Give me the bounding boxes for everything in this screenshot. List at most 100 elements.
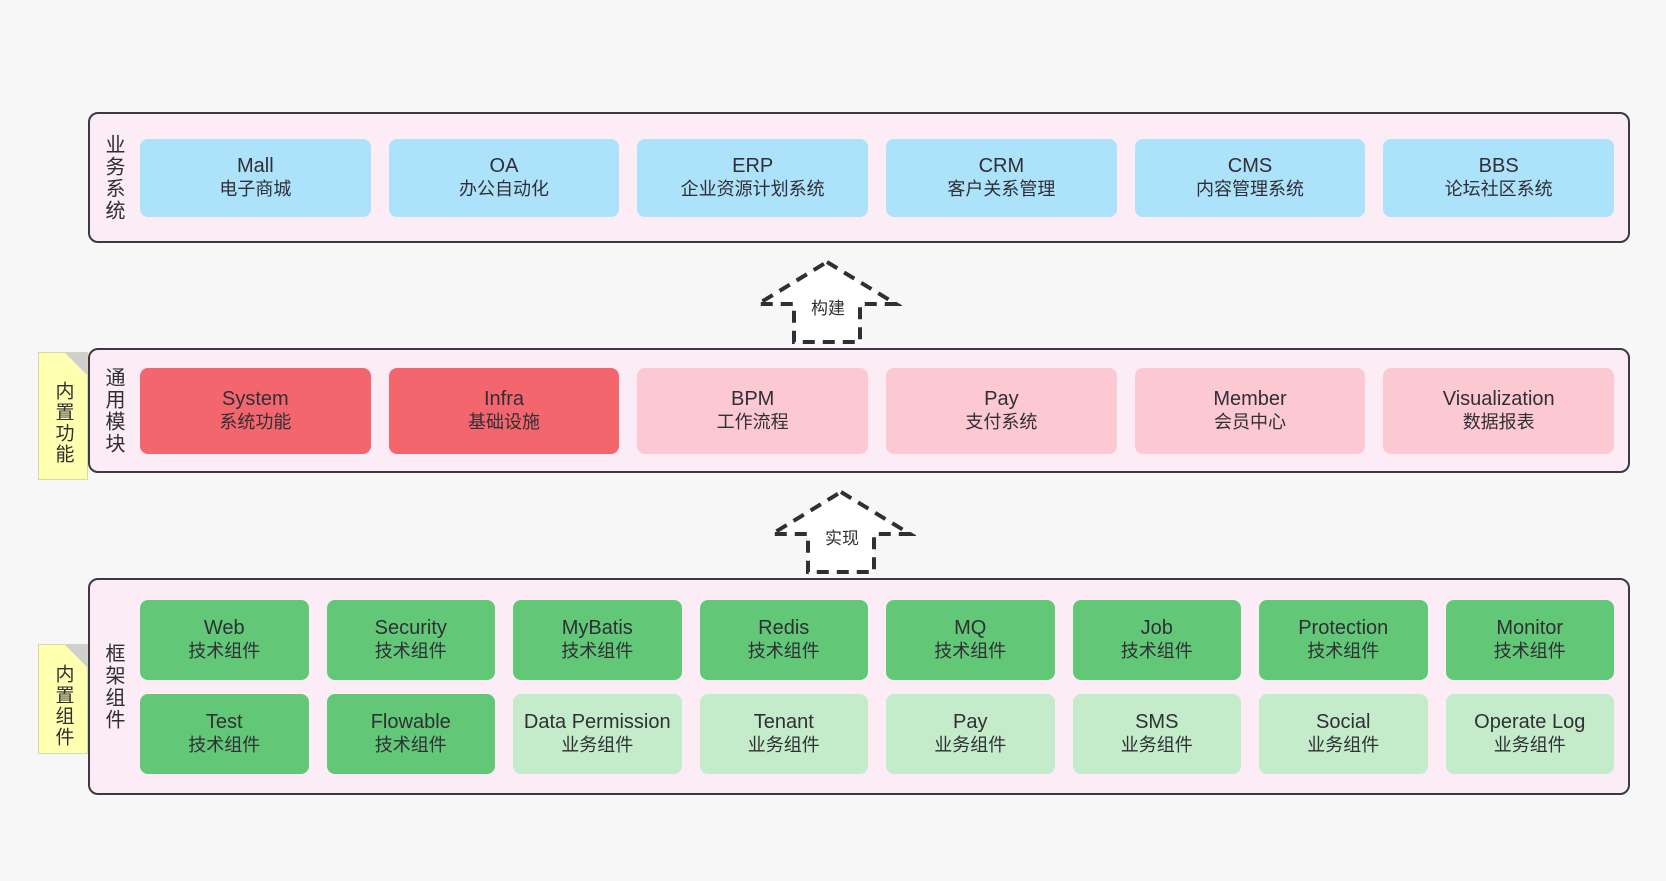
card-monitor[interactable]: Monitor 技术组件 [1445, 599, 1614, 680]
card-title: Infra [483, 388, 525, 411]
layer-business-systems: 业务系统 Mall 电子商城 OA 办公自动化 ERP 企业资源计划系统 CRM… [88, 112, 1630, 243]
card-mybatis[interactable]: MyBatis 技术组件 [513, 599, 682, 680]
sticky-note-label: 内置组件 [52, 664, 74, 748]
card-title: Visualization [1442, 388, 1555, 411]
connector-implement: 实现 [764, 488, 918, 576]
card-rows-framework: Web 技术组件 Security 技术组件 MyBatis 技术组件 Redi… [140, 599, 1614, 774]
layer-title-business-systems: 业务系统 [102, 133, 124, 222]
card-security[interactable]: Security 技术组件 [326, 599, 495, 680]
layer-framework-components: 框架组件 Web 技术组件 Security 技术组件 MyBatis 技术组件 [88, 578, 1630, 795]
card-protection[interactable]: Protection 技术组件 [1259, 599, 1428, 680]
card-subtitle: 客户关系管理 [947, 178, 1056, 199]
card-subtitle: 电子商城 [219, 178, 292, 199]
card-title: ERP [732, 155, 774, 178]
card-infra[interactable]: Infra 基础设施 [388, 367, 620, 454]
build-arrow-icon [750, 259, 904, 344]
card-subtitle: 技术组件 [561, 640, 634, 661]
card-subtitle: 基础设施 [468, 411, 540, 432]
card-erp[interactable]: ERP 企业资源计划系统 [637, 138, 869, 217]
card-pay-business[interactable]: Pay 业务组件 [886, 693, 1055, 774]
card-pay[interactable]: Pay 支付系统 [886, 367, 1117, 454]
card-subtitle: 企业资源计划系统 [680, 178, 825, 199]
card-title: CMS [1227, 155, 1273, 178]
card-visualization[interactable]: Visualization 数据报表 [1383, 367, 1615, 454]
card-title: Data Permission [523, 711, 671, 734]
card-subtitle: 数据报表 [1462, 411, 1535, 432]
card-title: Test [205, 711, 243, 734]
card-mq[interactable]: MQ 技术组件 [886, 599, 1055, 680]
card-job[interactable]: Job 技术组件 [1072, 599, 1241, 680]
card-subtitle: 技术组件 [1120, 640, 1193, 661]
layer-body-framework-components: Web 技术组件 Security 技术组件 MyBatis 技术组件 Redi… [136, 580, 1628, 793]
card-title: Security [374, 617, 447, 640]
implement-arrow-icon [764, 489, 918, 574]
card-crm[interactable]: CRM 客户关系管理 [886, 138, 1117, 217]
sticky-note-builtin-features: 内置功能 [38, 352, 88, 480]
layer-title-framework-components: 框架组件 [102, 642, 124, 731]
card-title: Redis [758, 617, 810, 640]
card-web[interactable]: Web 技术组件 [140, 599, 309, 680]
card-title: Pay [984, 388, 1019, 411]
card-sms[interactable]: SMS 业务组件 [1072, 693, 1241, 774]
card-subtitle: 系统功能 [219, 411, 292, 432]
card-title: System [221, 388, 289, 411]
card-subtitle: 业务组件 [747, 734, 820, 755]
card-subtitle: 技术组件 [374, 734, 447, 755]
sticky-fold-corner-icon [65, 353, 87, 375]
card-subtitle: 业务组件 [561, 734, 634, 755]
card-subtitle: 业务组件 [1120, 734, 1193, 755]
card-row-framework-business: Test 技术组件 Flowable 技术组件 Data Permission … [140, 693, 1614, 774]
card-subtitle: 技术组件 [747, 640, 820, 661]
card-title: Protection [1298, 617, 1389, 640]
card-subtitle: 技术组件 [188, 640, 261, 661]
card-mall[interactable]: Mall 电子商城 [140, 138, 371, 217]
card-subtitle: 工作流程 [716, 411, 789, 432]
card-subtitle: 技术组件 [934, 640, 1007, 661]
card-subtitle: 内容管理系统 [1196, 178, 1305, 199]
card-test[interactable]: Test 技术组件 [140, 693, 309, 774]
card-title: Mall [237, 155, 274, 178]
card-bbs[interactable]: BBS 论坛社区系统 [1383, 138, 1615, 217]
card-flowable[interactable]: Flowable 技术组件 [326, 693, 495, 774]
connector-build: 构建 [750, 258, 904, 346]
card-title: CRM [978, 155, 1025, 178]
card-title: Job [1140, 617, 1173, 640]
card-data-permission[interactable]: Data Permission 业务组件 [513, 693, 682, 774]
card-title: MQ [954, 617, 987, 640]
card-title: BBS [1478, 155, 1519, 178]
card-bpm[interactable]: BPM 工作流程 [637, 367, 869, 454]
card-redis[interactable]: Redis 技术组件 [699, 599, 868, 680]
card-title: Monitor [1496, 617, 1564, 640]
connector-implement-label: 实现 [825, 529, 859, 548]
card-title: Member [1213, 388, 1287, 411]
card-subtitle: 论坛社区系统 [1444, 178, 1553, 199]
layer-title-common-modules: 通用模块 [102, 366, 124, 455]
card-title: Operate Log [1474, 711, 1586, 734]
card-title: Pay [953, 711, 988, 734]
card-row-framework-tech: Web 技术组件 Security 技术组件 MyBatis 技术组件 Redi… [140, 599, 1614, 680]
card-subtitle: 会员中心 [1214, 411, 1287, 432]
layer-body-business-systems: Mall 电子商城 OA 办公自动化 ERP 企业资源计划系统 CRM 客户关系… [136, 114, 1628, 241]
card-subtitle: 业务组件 [1493, 734, 1566, 755]
card-cms[interactable]: CMS 内容管理系统 [1134, 138, 1366, 217]
connector-build-label: 构建 [811, 299, 845, 318]
card-subtitle: 技术组件 [1493, 640, 1566, 661]
card-member[interactable]: Member 会员中心 [1134, 367, 1366, 454]
card-title: SMS [1135, 711, 1179, 734]
sticky-note-builtin-components: 内置组件 [38, 644, 88, 754]
card-subtitle: 业务组件 [1307, 734, 1380, 755]
card-subtitle: 技术组件 [374, 640, 447, 661]
card-oa[interactable]: OA 办公自动化 [388, 138, 620, 217]
card-subtitle: 技术组件 [188, 734, 261, 755]
sticky-fold-corner-icon [65, 645, 87, 667]
card-subtitle: 支付系统 [965, 411, 1038, 432]
card-title: BPM [731, 388, 775, 411]
card-title: Flowable [370, 711, 451, 734]
card-subtitle: 业务组件 [934, 734, 1007, 755]
card-system[interactable]: System 系统功能 [140, 367, 371, 454]
card-tenant[interactable]: Tenant 业务组件 [699, 693, 868, 774]
card-operate-log[interactable]: Operate Log 业务组件 [1445, 693, 1614, 774]
sticky-note-label: 内置功能 [52, 381, 74, 465]
card-social[interactable]: Social 业务组件 [1259, 693, 1428, 774]
